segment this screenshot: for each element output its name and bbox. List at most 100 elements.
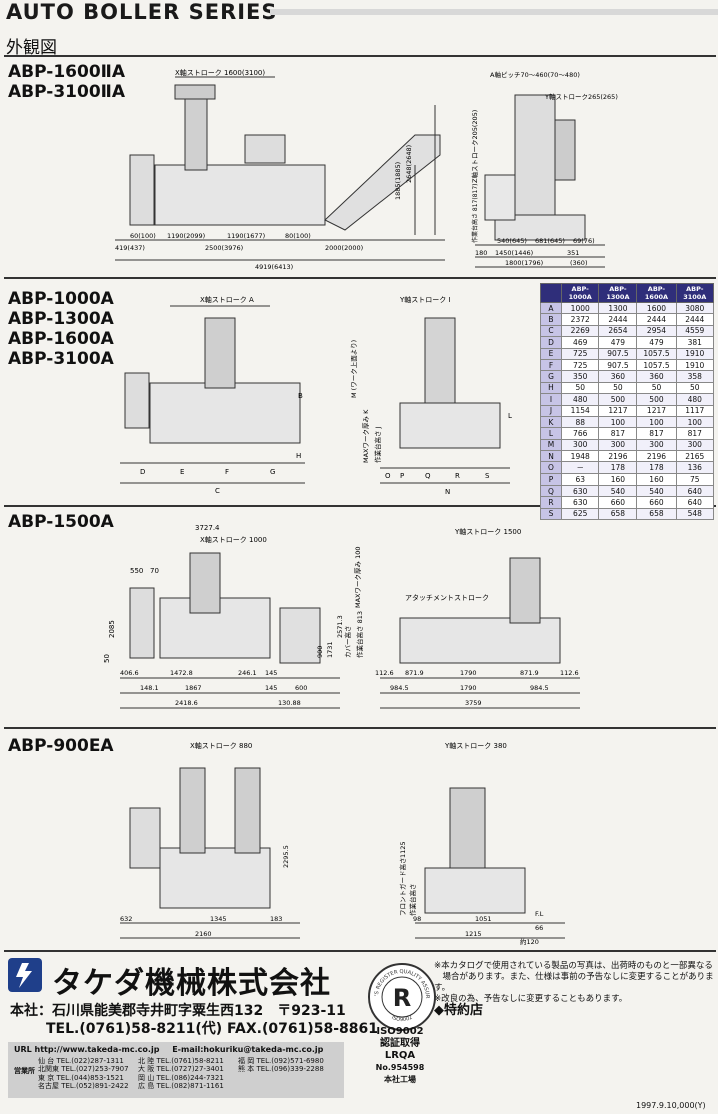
dim-label: 1345 bbox=[210, 915, 227, 923]
agency-label: ◆特約店 bbox=[434, 1003, 483, 1018]
dim-label: 180 bbox=[475, 249, 487, 257]
dim-label: 632 bbox=[120, 915, 132, 923]
dim-label: X軸ストローク 1000 bbox=[200, 535, 267, 544]
table-cell: 630 bbox=[560, 484, 600, 498]
dim-label: 1125 bbox=[399, 841, 407, 858]
dim-label: 2000(2000) bbox=[325, 244, 363, 252]
dim-label: 145 bbox=[265, 684, 277, 692]
row-key-cell: Q bbox=[540, 484, 562, 498]
table-cell: 2372 bbox=[560, 313, 600, 326]
dim-label: 871.9 bbox=[520, 669, 539, 677]
dim-label: G bbox=[270, 468, 275, 476]
table-cell: 2654 bbox=[598, 324, 638, 338]
dim-label: 984.5 bbox=[530, 684, 549, 692]
panel-divider bbox=[4, 727, 716, 729]
iso-line: LRQA bbox=[384, 1050, 416, 1061]
dim-label: 1190(2099) bbox=[167, 232, 205, 240]
company-address: 本社：石川県能美郡寺井町字粟生西132 〒923-11 bbox=[10, 1003, 346, 1019]
dim-label: 351 bbox=[567, 249, 579, 257]
dim-label: X軸ストローク 880 bbox=[190, 741, 252, 750]
front-view-labels-3b: カバー高さ 作業台高さ 813 MAXワーク厚み 100 bbox=[343, 547, 364, 658]
dim-label: 145 bbox=[265, 669, 277, 677]
row-key-cell: A bbox=[540, 301, 562, 315]
table-cell: 630 bbox=[560, 496, 600, 509]
branch-entry: 名古屋 TEL.(052)891-2422 bbox=[38, 1082, 129, 1090]
dim-label: 2160 bbox=[195, 930, 212, 938]
dim-label: F bbox=[225, 468, 229, 476]
front-view-drawing-2: X軸ストローク A D E F G H C B bbox=[120, 295, 305, 495]
table-cell: 358 bbox=[675, 370, 715, 383]
table-cell: 1057.5 bbox=[636, 358, 677, 372]
dim-label: M (ワーク上面より) bbox=[349, 340, 358, 398]
branch-entry: 福 岡 TEL.(092)571-6980 bbox=[238, 1056, 324, 1065]
model-name: ABP-1600A bbox=[8, 329, 114, 349]
table-cell: 907.5 bbox=[598, 347, 638, 360]
row-key-cell: C bbox=[540, 324, 562, 338]
branch-entry: 北関東 TEL.(027)253-7907 bbox=[38, 1065, 129, 1073]
table-cell: 75 bbox=[675, 473, 715, 486]
side-view-drawing-1: A軸ピッチ70～460(70～480) Y軸ストローク265(265) Z軸スト… bbox=[470, 70, 618, 268]
front-view-drawing-1: X軸ストローク 1600(3100) 60(100) 1190(2099) 11… bbox=[115, 68, 445, 271]
table-cell: 2196 bbox=[598, 450, 638, 463]
dim-label: Z軸ストローク205(205) bbox=[470, 110, 479, 183]
website-url[interactable]: URL http://www.takeda-mc.co.jp bbox=[14, 1045, 160, 1054]
dim-label: 2648(2648) bbox=[405, 145, 413, 183]
company-logo bbox=[8, 958, 42, 992]
dim-label: 3759 bbox=[465, 699, 482, 707]
dim-label: Y軸ストローク 380 bbox=[444, 741, 507, 750]
dim-label: X軸ストローク 1600(3100) bbox=[175, 68, 265, 77]
model-list-1: ABP-1600ⅡA ABP-3100ⅡA bbox=[8, 62, 125, 102]
table-cell: 2269 bbox=[560, 324, 600, 338]
table-cell: 360 bbox=[598, 370, 638, 383]
row-key-cell: K bbox=[540, 415, 562, 429]
dim-label: 246.1 bbox=[238, 669, 257, 677]
model-name: ABP-3100ⅡA bbox=[8, 82, 125, 102]
dim-label: N bbox=[445, 488, 450, 496]
branch-entry: 熊 本 TEL.(096)339-2288 bbox=[238, 1065, 324, 1073]
dim-label: 900 bbox=[316, 646, 324, 658]
dim-label: Y軸ストローク 1500 bbox=[454, 527, 521, 536]
table-cell: 63 bbox=[560, 473, 600, 486]
dimension-spec-table: ABP-1000A ABP-1300A ABP-1600A ABP-3100A … bbox=[540, 283, 715, 521]
table-cell: 479 bbox=[636, 336, 677, 349]
iso-line: 本社工場 bbox=[384, 1075, 416, 1084]
table-cell: － bbox=[560, 461, 600, 475]
table-cell: 1948 bbox=[560, 450, 600, 463]
table-cell: 1300 bbox=[598, 301, 638, 315]
dim-label: 60(100) bbox=[130, 232, 156, 240]
branch-entry: 仙 台 TEL.(022)287-1311 bbox=[38, 1056, 124, 1065]
table-cell: 2196 bbox=[636, 450, 677, 463]
dim-label: 1051 bbox=[475, 915, 492, 923]
dim-label: 66 bbox=[535, 924, 543, 932]
table-header: ABP-1000A bbox=[560, 283, 600, 303]
dim-label: 419(437) bbox=[115, 244, 145, 252]
dim-label: 98 bbox=[413, 915, 421, 923]
row-key-cell: I bbox=[540, 393, 562, 406]
table-cell: 500 bbox=[598, 393, 638, 406]
table-cell: 548 bbox=[675, 507, 715, 521]
dim-label: X軸ストローク A bbox=[200, 295, 254, 304]
table-cell: 2165 bbox=[675, 450, 715, 463]
note-line: 場合があります。また、仕様は事前の予告なしに変更することがあります。 bbox=[434, 972, 714, 993]
dim-label: 1450(1446) bbox=[495, 249, 533, 257]
model-name: ABP-1500A bbox=[8, 512, 114, 532]
table-cell: 480 bbox=[675, 393, 715, 406]
email-address[interactable]: E-mail:hokuriku@takeda-mc.co.jp bbox=[172, 1045, 324, 1054]
side-view-drawing-3: Y軸ストローク 1500 アタッチメントストローク 112.6 871.9 17… bbox=[375, 527, 580, 709]
dim-label: 50 bbox=[103, 654, 111, 663]
dim-label: MAXワーク厚み K bbox=[362, 409, 370, 463]
table-cell: 160 bbox=[598, 473, 638, 486]
dim-label: H bbox=[296, 452, 301, 460]
dim-label: 1867 bbox=[185, 684, 202, 692]
table-cell: 1217 bbox=[598, 404, 638, 417]
dim-label: 作業台高さ 817(817) bbox=[471, 184, 479, 244]
